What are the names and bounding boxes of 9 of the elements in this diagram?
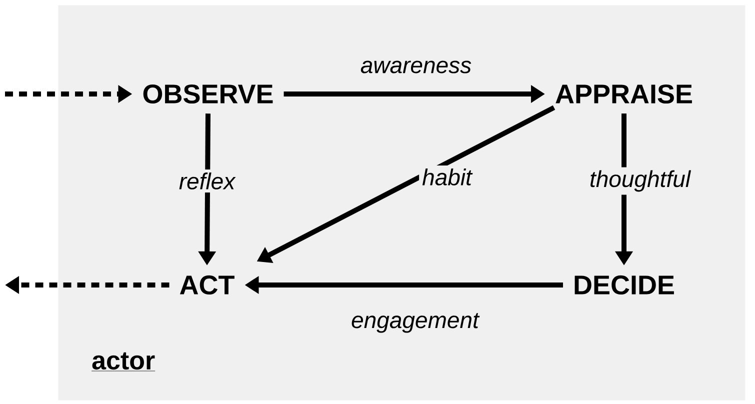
stage-label: ACT <box>180 275 234 295</box>
edge-label: engagement <box>348 310 482 336</box>
stage-label: DECIDE <box>574 275 674 295</box>
edge-label: thoughtful <box>586 167 694 195</box>
edge-label: awareness <box>357 58 475 76</box>
edge-label: reflex <box>176 170 238 192</box>
stage-label: OBSERVE <box>143 84 273 104</box>
stage-label: APPRAISE <box>556 84 692 104</box>
edge-label: habit <box>419 166 475 188</box>
